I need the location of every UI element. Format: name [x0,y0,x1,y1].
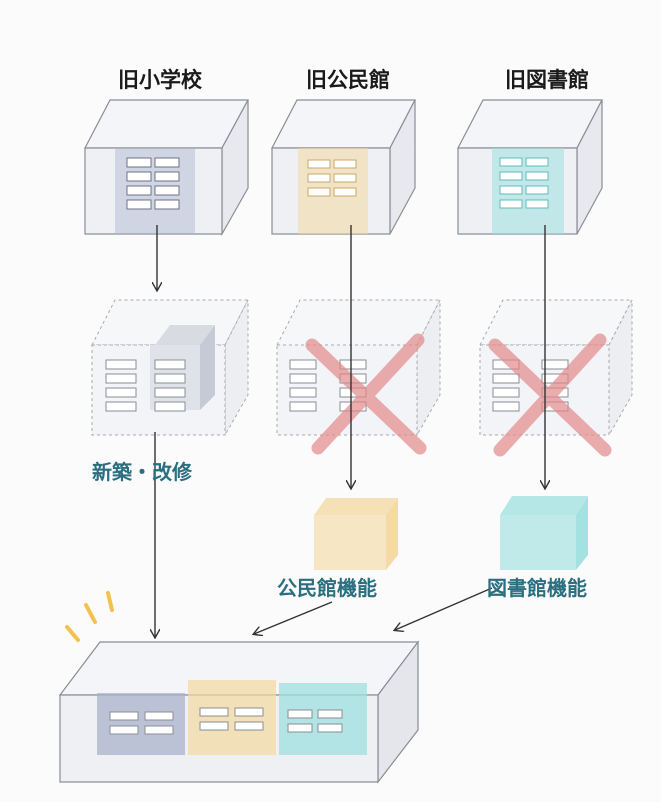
flow-arrows [155,225,545,637]
library-function-cube [500,496,588,570]
old-hall-box [271,99,416,235]
old-school-windows-icon [126,157,180,210]
hall-cross-icon [305,333,427,455]
old-library-box [457,99,603,235]
label-old-school: 旧小学校 [118,68,202,92]
merged-facility-box [58,640,420,784]
old-hall-windows-icon [307,159,357,197]
school-rebuild-windows-icon [105,359,186,412]
merged-windows-icon [109,707,343,735]
library-removed-box [479,299,633,457]
merged-school-section [97,693,185,755]
arrow-hall-to-new [254,601,333,634]
library-cross-icon [488,333,612,457]
merged-library-section [279,683,367,755]
merged-hall-section [188,680,276,755]
label-library-function: 図書館機能 [487,576,587,600]
label-old-hall: 旧公民館 [306,68,390,92]
label-rebuild: 新築・改修 [92,460,192,484]
old-library-windows-icon [499,157,549,209]
hall-removed-box [276,299,441,455]
label-old-library: 旧図書館 [505,68,589,92]
hall-function-cube [314,498,398,570]
arrow-library-to-new [395,587,493,630]
school-rebuild-box [91,299,249,437]
spark-icon [65,591,114,642]
label-hall-function: 公民館機能 [277,576,377,600]
old-school-box [84,99,250,237]
